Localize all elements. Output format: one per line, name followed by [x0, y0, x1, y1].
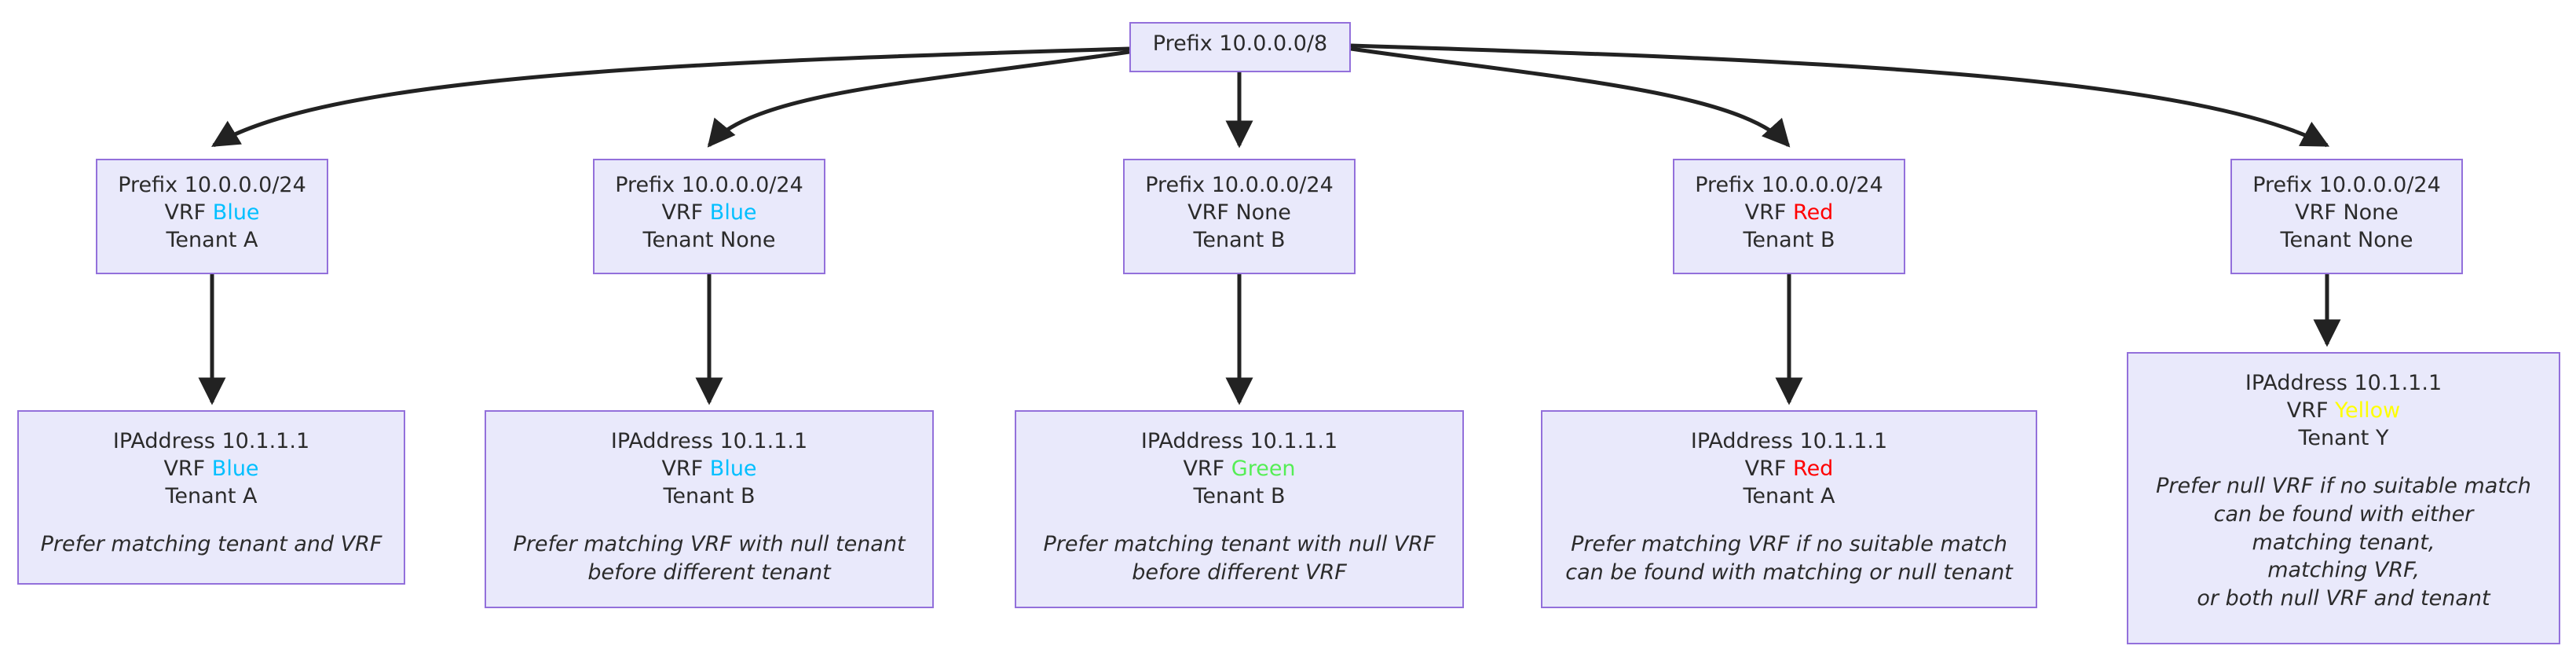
- vrf-value: Red: [1793, 457, 1834, 482]
- node-root-label: Prefix 10.0.0.0/8: [1152, 31, 1328, 56]
- vrf-label: VRF: [164, 200, 213, 226]
- node-ipaddress-vrf: VRF Blue: [661, 455, 756, 482]
- node-ipaddress-value: IPAddress 10.1.1.1: [2245, 371, 2442, 395]
- node-prefix-vrf: VRF None: [1187, 199, 1291, 226]
- node-ipaddress-note: Prefer matching VRF with null tenant bef…: [513, 532, 906, 585]
- vrf-value: Blue: [211, 457, 259, 482]
- node-prefix-cidr: Prefix 10.0.0.0/24: [615, 173, 803, 197]
- vrf-value: Green: [1231, 457, 1296, 482]
- node-ipaddress-vrf: VRF Yellow: [2287, 397, 2400, 424]
- node-prefix-tenant: Tenant A: [166, 228, 258, 253]
- node-ipaddress-value: IPAddress 10.1.1.1: [1140, 429, 1338, 453]
- vrf-value: None: [1235, 200, 1291, 226]
- node-ipaddress-tenant: Tenant A: [1743, 484, 1835, 509]
- node-branch-1-prefix[interactable]: Prefix 10.0.0.0/24 VRF Blue Tenant A: [96, 159, 328, 274]
- node-prefix-cidr: Prefix 10.0.0.0/24: [1695, 173, 1883, 197]
- node-ipaddress-note: Prefer null VRF if no suitable match can…: [2156, 474, 2531, 611]
- vrf-label: VRF: [163, 457, 212, 482]
- node-ipaddress-tenant: Tenant B: [663, 484, 756, 509]
- node-prefix-cidr: Prefix 10.0.0.0/24: [1145, 173, 1334, 197]
- edge-root-to-branch-2: [707, 50, 1130, 148]
- node-prefix-vrf: VRF Blue: [661, 199, 756, 226]
- node-prefix-cidr: Prefix 10.0.0.0/24: [2252, 173, 2441, 197]
- node-ipaddress-note: Prefer matching VRF if no suitable match…: [1565, 532, 2013, 585]
- node-ipaddress-tenant: Tenant B: [1193, 484, 1286, 509]
- vrf-label: VRF: [2286, 398, 2336, 424]
- node-ipaddress-vrf: VRF Red: [1745, 455, 1834, 482]
- node-prefix-tenant: Tenant None: [642, 228, 776, 253]
- node-ipaddress-tenant: Tenant A: [165, 484, 258, 509]
- node-ipaddress-tenant: Tenant Y: [2298, 426, 2389, 451]
- node-prefix-vrf: VRF None: [2295, 199, 2399, 226]
- vrf-label: VRF: [1183, 457, 1231, 482]
- node-prefix-tenant: Tenant None: [2280, 228, 2413, 253]
- node-prefix-tenant: Tenant B: [1193, 228, 1286, 253]
- node-prefix-cidr: Prefix 10.0.0.0/24: [118, 173, 306, 197]
- node-ipaddress-value: IPAddress 10.1.1.1: [112, 429, 310, 453]
- node-ipaddress-vrf: VRF Green: [1183, 455, 1295, 482]
- vrf-label: VRF: [1187, 200, 1236, 226]
- vrf-value: Blue: [709, 200, 757, 226]
- node-root-prefix[interactable]: Prefix 10.0.0.0/8: [1129, 22, 1351, 72]
- vrf-label: VRF: [2295, 200, 2344, 226]
- node-branch-5-prefix[interactable]: Prefix 10.0.0.0/24 VRF None Tenant None: [2230, 159, 2463, 274]
- node-branch-2-prefix[interactable]: Prefix 10.0.0.0/24 VRF Blue Tenant None: [593, 159, 825, 274]
- node-ipaddress-vrf: VRF Blue: [163, 455, 258, 482]
- vrf-value: Blue: [709, 457, 757, 482]
- vrf-label: VRF: [661, 457, 710, 482]
- edge-root-to-branch-5: [1350, 43, 2330, 148]
- node-ipaddress-value: IPAddress 10.1.1.1: [1690, 429, 1888, 453]
- node-branch-5-ipaddress[interactable]: IPAddress 10.1.1.1 VRF Yellow Tenant Y P…: [2127, 352, 2560, 644]
- node-branch-3-prefix[interactable]: Prefix 10.0.0.0/24 VRF None Tenant B: [1123, 159, 1356, 274]
- vrf-value: Red: [1793, 200, 1834, 226]
- vrf-value: Blue: [212, 200, 260, 226]
- node-ipaddress-note: Prefer matching tenant and VRF: [40, 532, 382, 557]
- node-branch-2-ipaddress[interactable]: IPAddress 10.1.1.1 VRF Blue Tenant B Pre…: [485, 410, 934, 608]
- node-prefix-vrf: VRF Blue: [164, 199, 259, 226]
- edge-root-to-branch-1: [211, 46, 1130, 148]
- node-branch-3-ipaddress[interactable]: IPAddress 10.1.1.1 VRF Green Tenant B Pr…: [1015, 410, 1464, 608]
- node-ipaddress-note: Prefer matching tenant with null VRF bef…: [1043, 532, 1436, 585]
- vrf-value: None: [2343, 200, 2399, 226]
- node-prefix-vrf: VRF Red: [1745, 199, 1834, 226]
- vrf-label: VRF: [661, 200, 710, 226]
- node-branch-1-ipaddress[interactable]: IPAddress 10.1.1.1 VRF Blue Tenant A Pre…: [17, 410, 405, 585]
- vrf-value: Yellow: [2335, 398, 2401, 424]
- vrf-label: VRF: [1744, 457, 1794, 482]
- node-branch-4-prefix[interactable]: Prefix 10.0.0.0/24 VRF Red Tenant B: [1673, 159, 1905, 274]
- edge-root-to-branch-4: [1350, 46, 1791, 148]
- node-prefix-tenant: Tenant B: [1743, 228, 1835, 253]
- node-ipaddress-value: IPAddress 10.1.1.1: [610, 429, 808, 453]
- vrf-label: VRF: [1744, 200, 1794, 226]
- node-branch-4-ipaddress[interactable]: IPAddress 10.1.1.1 VRF Red Tenant A Pref…: [1541, 410, 2037, 608]
